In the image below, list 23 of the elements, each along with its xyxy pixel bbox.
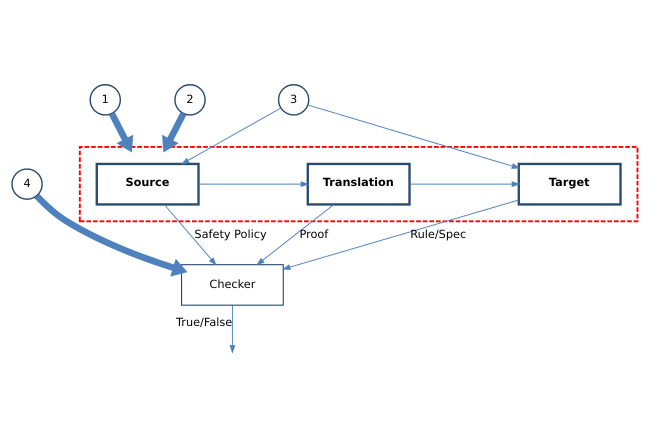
arrow	[198, 180, 310, 187]
node-circle: 3	[278, 84, 310, 116]
arrow	[162, 112, 186, 152]
edge-label: True/False	[176, 315, 232, 328]
arrow	[180, 107, 282, 164]
arrow	[164, 204, 217, 266]
node-circle: 1	[89, 84, 122, 116]
arrow	[409, 180, 520, 187]
arrow	[229, 304, 236, 354]
edge-label: Safety Policy	[194, 227, 267, 240]
arrow	[282, 199, 519, 270]
node-box: Checker	[180, 264, 284, 306]
edge-label: Proof	[299, 227, 328, 240]
edge-label: Rule/Spec	[410, 227, 466, 240]
node-circle: 4	[11, 168, 43, 200]
node-box: Translation	[306, 162, 411, 206]
arrow	[308, 104, 520, 168]
node-circle: 2	[174, 84, 206, 116]
node-box: Target	[518, 162, 622, 206]
arrow	[34, 193, 188, 276]
arrow	[108, 112, 134, 152]
cluster	[78, 146, 638, 222]
node-box: Source	[96, 162, 200, 206]
